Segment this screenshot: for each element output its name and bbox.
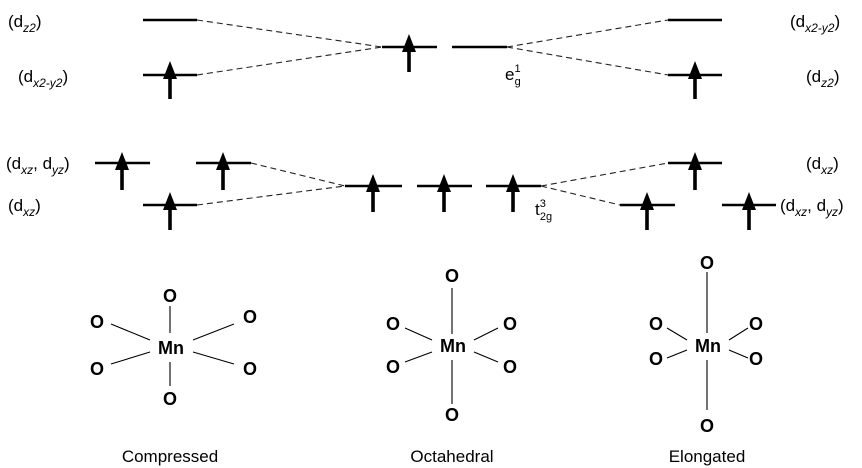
electron-spin-up-arrow [113,150,131,192]
ligand-atom-label: O [163,389,177,409]
electron-spin-up-arrow [740,190,758,232]
correlation-line [250,162,346,187]
electron-spin-up-arrow [400,32,418,74]
ligand-atom-label: O [243,307,257,327]
ligand-atom-label: O [649,349,663,369]
ligand-atom-label: O [700,416,714,436]
ligand-atom-label: O [243,359,257,379]
label-left-dxz-dyz: (dxz, dyz) [6,154,70,177]
ligand-atom-label: O [163,286,177,306]
electron-spin-up-arrow [638,190,656,232]
electron-spin-up-arrow [686,150,704,192]
electron-spin-up-arrow [435,172,453,214]
ligand-atom-label: O [90,359,104,379]
label-left-dx2y2: (dx2-y2) [18,67,68,90]
ligand-atom-label: O [749,314,763,334]
electron-spin-up-arrow [686,59,704,101]
ligand-atom-label: O [700,253,714,273]
electron-spin-up-arrow [214,150,232,192]
label-left-dz2: (dz2) [8,12,41,35]
caption-compressed: Compressed [122,447,218,466]
electron-spin-up-arrow [161,59,179,101]
ligand-atom-label: O [386,314,400,334]
ligand-atom-label: O [649,314,663,334]
correlation-line [540,185,621,206]
label-left-dxz: (dxz) [8,196,41,219]
compressed-molecule: Mn O O O O O O [90,286,257,409]
label-right-dxz: (dxz) [806,154,839,177]
label-right-dz2: (dz2) [806,67,839,90]
correlation-line [506,46,669,76]
metal-atom-label: Mn [158,338,184,358]
correlation-line [196,46,383,76]
correlation-line [196,19,383,48]
ligand-atom-label: O [503,357,517,377]
metal-atom-label: Mn [695,336,721,356]
electron-spin-up-arrow [504,172,522,214]
ligand-atom-label: O [90,312,104,332]
caption-octahedral: Octahedral [410,447,493,466]
electron-spin-up-arrow [161,190,179,232]
correlation-line [540,162,669,187]
label-right-dx2y2: (dx2-y2) [790,12,840,35]
octahedral-molecule: Mn O O O O O O [386,266,517,425]
electron-spin-up-arrow [364,172,382,214]
ligand-atom-label: O [749,349,763,369]
ligand-atom-label: O [503,314,517,334]
ligand-atom-label: O [445,405,459,425]
ligand-atom-label: O [386,357,400,377]
caption-elongated: Elongated [669,447,746,466]
ligand-atom-label: O [445,266,459,286]
correlation-line [506,19,669,48]
metal-atom-label: Mn [440,336,466,356]
correlation-line [196,185,346,206]
elongated-molecule: Mn O O O O O O [649,253,763,436]
label-right-dxz-dyz: (dxz, dyz) [780,196,844,219]
